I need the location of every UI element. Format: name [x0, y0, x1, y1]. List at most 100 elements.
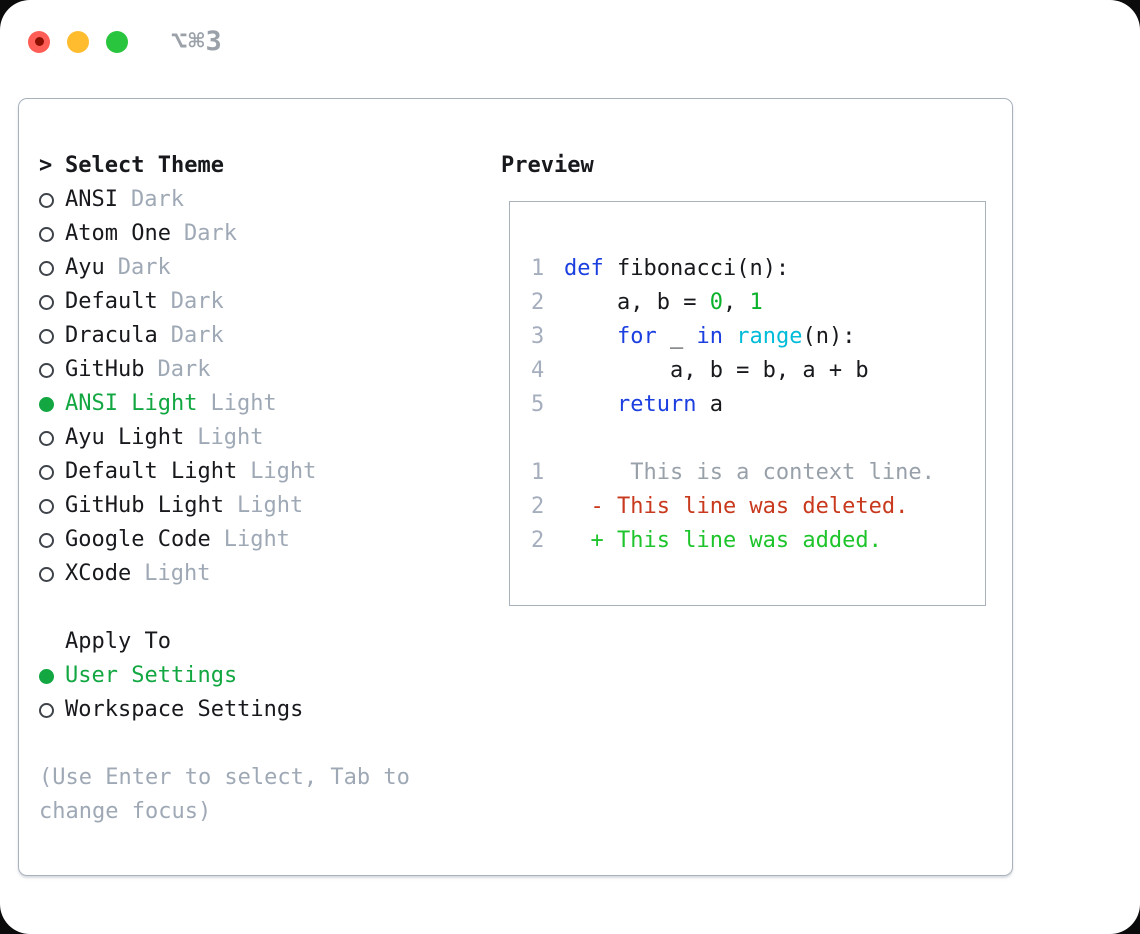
- apply-option-label: Workspace Settings: [65, 697, 304, 722]
- theme-name: Dracula: [65, 323, 158, 348]
- theme-variant: Light: [197, 425, 264, 450]
- focus-caret: >: [39, 153, 53, 178]
- radio-icon: [39, 328, 65, 344]
- theme-variant: Light: [210, 391, 277, 416]
- theme-name: ANSI Light: [65, 391, 198, 416]
- theme-option-ayu-light[interactable]: Ayu Light Light: [39, 421, 501, 455]
- code-token-builtin: range: [736, 324, 803, 349]
- radio-icon: [39, 532, 65, 548]
- radio-icon: [39, 226, 65, 242]
- code-token-number: 0: [709, 290, 723, 315]
- theme-option-ansi[interactable]: ANSI Dark: [39, 183, 501, 217]
- theme-variant: Light: [144, 561, 211, 586]
- window-shortcut-label: ⌥⌘3: [171, 26, 223, 57]
- select-theme-header: > Select Theme: [39, 149, 501, 183]
- maximize-button[interactable]: [106, 30, 128, 53]
- theme-option-xcode[interactable]: XCode Light: [39, 557, 501, 591]
- theme-variant: Light: [236, 493, 304, 518]
- line-number: 2: [531, 528, 545, 553]
- theme-name: Google Code: [65, 527, 211, 552]
- theme-name: Atom One: [65, 221, 171, 246]
- radio-icon: [39, 566, 65, 582]
- code-line: 5 return a: [531, 388, 985, 422]
- minimize-button[interactable]: [67, 30, 89, 53]
- theme-option-github-light[interactable]: GitHub Light Light: [39, 489, 501, 523]
- code-token-default: a, b =: [564, 290, 710, 315]
- theme-option-google-code[interactable]: Google Code Light: [39, 523, 501, 557]
- titlebar: ⌥⌘3: [28, 26, 223, 57]
- theme-variant: Dark: [117, 255, 171, 280]
- theme-option-atom-one[interactable]: Atom One Dark: [39, 217, 501, 251]
- code-token-default: fibonacci(n):: [603, 256, 790, 281]
- code-token-keyword: in: [696, 324, 723, 349]
- radio-icon: [39, 464, 65, 480]
- code-token-default: [723, 320, 736, 354]
- radio-icon: [39, 192, 65, 208]
- radio-icon: [39, 498, 65, 514]
- theme-variant: Dark: [183, 221, 237, 246]
- theme-variant: Light: [223, 527, 290, 552]
- theme-variant: Dark: [157, 357, 211, 382]
- code-token-default: ,: [722, 290, 750, 315]
- theme-variant: Light: [250, 459, 317, 484]
- code-token-keyword: for: [616, 324, 657, 349]
- diff-text: - This line was deleted.: [564, 494, 909, 519]
- code-token-keyword: def: [564, 256, 604, 281]
- code-line: 3 for _ in range(n):: [531, 320, 985, 354]
- theme-option-default-light[interactable]: Default Light Light: [39, 455, 501, 489]
- close-button[interactable]: [28, 30, 50, 53]
- theme-name: Ayu: [65, 255, 105, 280]
- diff-text: This is a context line.: [564, 460, 935, 485]
- code-token-default: [564, 388, 617, 422]
- code-token-default: a, b = b, a + b: [564, 358, 869, 383]
- diff-text: + This line was added.: [564, 528, 882, 553]
- theme-name: GitHub: [65, 357, 145, 382]
- theme-variant: Dark: [130, 187, 184, 212]
- theme-name: GitHub Light: [65, 493, 224, 518]
- line-number: 1: [531, 460, 545, 485]
- theme-variant: Dark: [170, 289, 224, 314]
- theme-option-ayu[interactable]: Ayu Dark: [39, 251, 501, 285]
- preview-title: Preview: [501, 153, 594, 178]
- spacer: [531, 422, 985, 456]
- theme-option-github[interactable]: GitHub Dark: [39, 353, 501, 387]
- theme-name: ANSI: [65, 187, 118, 212]
- radio-selected-icon: [39, 668, 65, 684]
- apply-to-header: Apply To: [39, 625, 501, 659]
- theme-name: XCode: [65, 561, 132, 586]
- apply-option-workspace-settings[interactable]: Workspace Settings: [39, 693, 501, 727]
- code-token-keyword: return: [616, 392, 697, 417]
- theme-name: Ayu Light: [65, 425, 185, 450]
- theme-name: Default Light: [65, 459, 238, 484]
- keyboard-hint: (Use Enter to select, Tab to change focu…: [39, 765, 410, 824]
- line-number: 5: [531, 392, 545, 417]
- theme-option-ansi-light[interactable]: ANSI Light Light: [39, 387, 501, 421]
- diff-sample: 1 This is a context line. 2 - This line w…: [531, 456, 985, 558]
- radio-icon: [39, 294, 65, 310]
- radio-icon: [39, 362, 65, 378]
- apply-option-label: User Settings: [65, 663, 238, 688]
- code-token-default: [564, 320, 617, 354]
- code-token-default: a: [696, 392, 723, 417]
- line-number: 2: [531, 290, 545, 315]
- code-token-default: _: [656, 324, 697, 349]
- line-number: 2: [531, 494, 545, 519]
- apply-to-title: Apply To: [65, 629, 171, 654]
- diff-line-context: 1 This is a context line.: [531, 456, 985, 490]
- select-theme-title: Select Theme: [65, 153, 224, 178]
- diff-line-added: 2 + This line was added.: [531, 524, 985, 558]
- radio-icon: [39, 430, 65, 446]
- radio-icon: [39, 702, 65, 718]
- apply-option-user-settings[interactable]: User Settings: [39, 659, 501, 693]
- code-line: 4 a, b = b, a + b: [531, 354, 985, 388]
- code-line: 2 a, b = 0, 1: [531, 286, 985, 320]
